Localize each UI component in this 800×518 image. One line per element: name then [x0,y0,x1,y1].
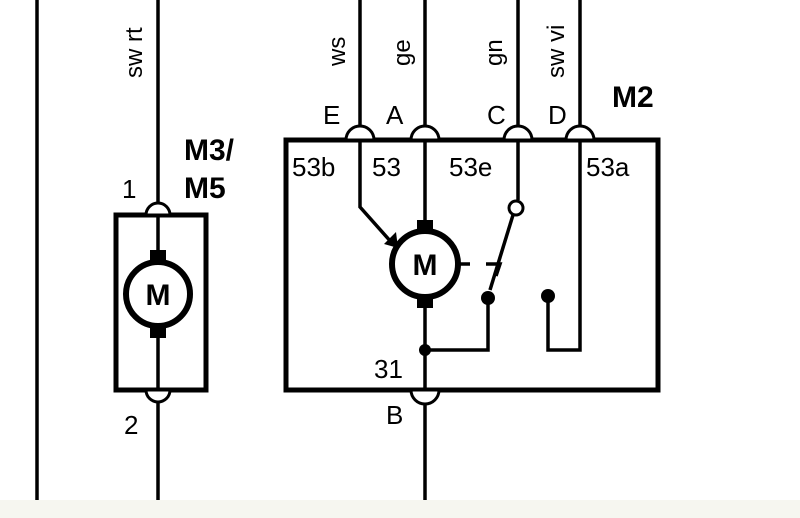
m3m5-brush-top [150,250,166,262]
m2-terminal-A-label: A [386,100,404,130]
m3m5-title-line2: M5 [184,172,226,205]
bottom-strip [0,500,800,518]
m3m5-motor-symbol: M [146,279,171,312]
m3m5-pin-1-terminal [144,201,172,217]
m2-housing [283,137,661,393]
m2-switch-actuator [486,262,503,277]
m2-terminal-D-label: D [548,100,567,130]
m2-terminal-E-label: E [323,100,340,130]
m2-switch-blade [488,214,515,291]
m2-code-31: 31 [374,354,403,384]
m2-brush-bottom [417,296,433,308]
m2-wire-53a [546,140,582,352]
m2-code-53b: 53b [292,152,335,182]
m2-switch-contact-right [541,289,555,303]
m2-terminal-E [344,124,376,142]
m3m5-motor-circle [123,259,193,329]
m2-53b-arrow [384,232,398,248]
m2-motor-symbol: M [413,249,438,282]
wire-color-label-sw-rt: sw rt [121,27,148,78]
m3m5-brush-bottom [150,326,166,338]
wire-color-label-ws: ws [324,37,351,67]
m2-terminal-B [409,388,441,406]
m2-wire-switch-to-31 [425,298,490,352]
wire-color-label-ge: ge [389,39,416,66]
m2-wire-53b [358,140,394,245]
wire-color-label-sw-vi: sw vi [543,25,570,78]
m2-code-53e: 53e [449,152,492,182]
m2-code-53: 53 [372,152,401,182]
m2-switch-pivot [507,199,525,217]
m3m5-pin-2-terminal [144,388,172,404]
m3m5-title-line1: M3/ [184,134,235,167]
m2-code-53a: 53a [586,152,630,182]
m3m5-pin-1-label: 1 [122,174,136,204]
wire-color-label-gn: gn [481,39,508,66]
m2-terminal-C [502,124,534,142]
m3m5-pin-2-label: 2 [124,410,138,440]
m2-title: M2 [612,81,654,114]
m2-terminal-D [564,124,596,142]
m2-terminal-C-label: C [487,100,506,130]
m2-terminal-A [409,124,441,142]
m2-terminal-B-label: B [386,400,403,430]
